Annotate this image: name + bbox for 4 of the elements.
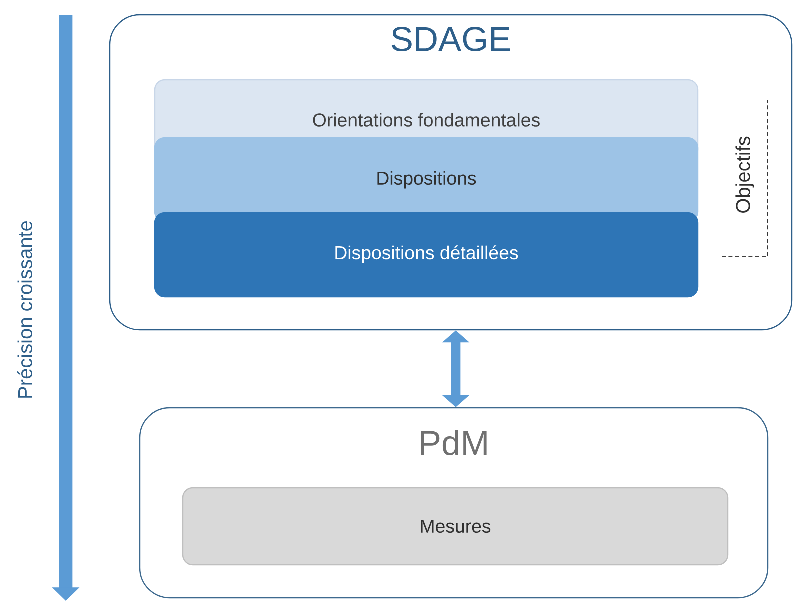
layer-box: Dispositions détaillées [154, 212, 699, 298]
side-label: Objectifs [736, 136, 754, 213]
measure-box: Mesures [182, 487, 729, 566]
axis-label: Précision croissante [18, 221, 32, 398]
